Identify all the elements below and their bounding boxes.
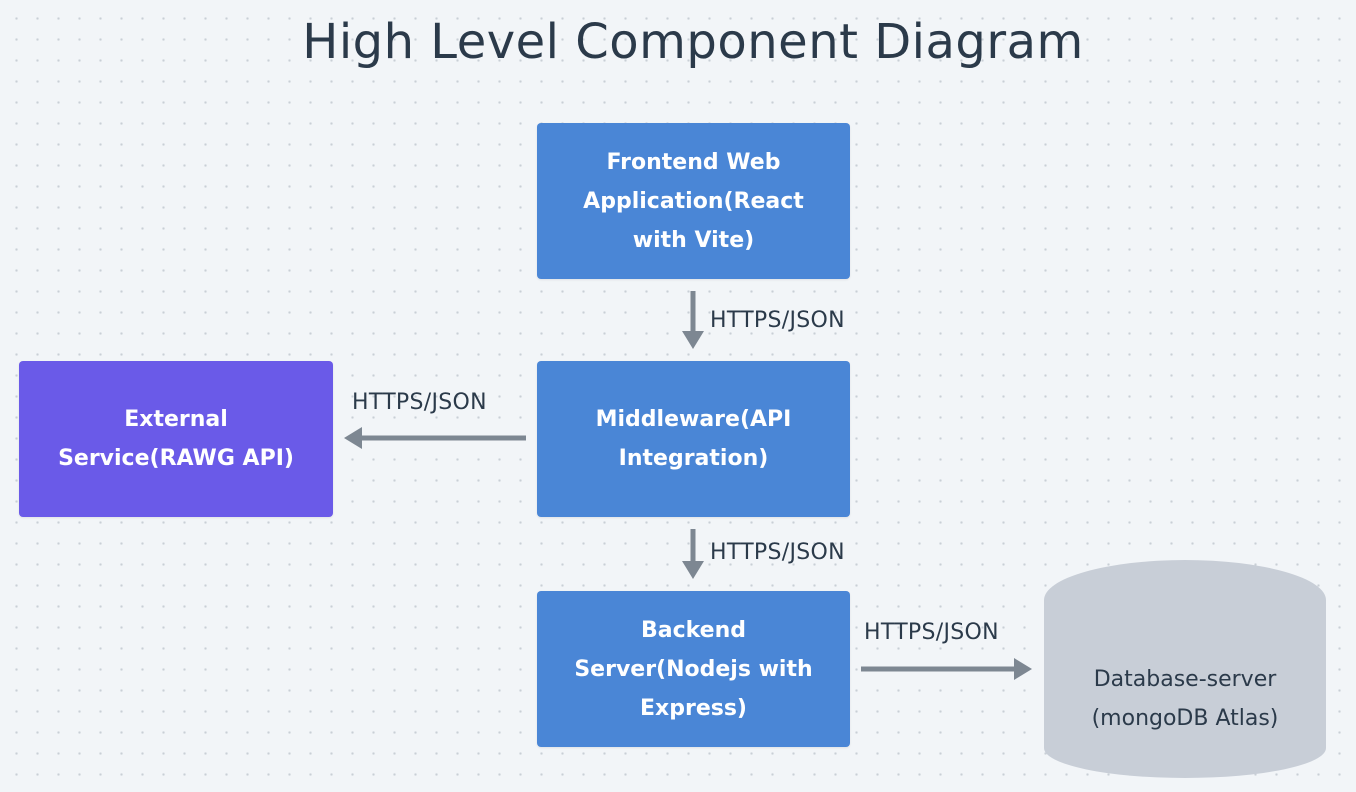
edge-backend-database-arrowhead (1014, 658, 1032, 680)
edge-label-middleware-backend: HTTPS/JSON (710, 540, 845, 565)
edge-middleware-backend-arrowhead (682, 561, 704, 579)
database-top (1044, 560, 1326, 640)
frontend-node-line-2: Application(React (583, 188, 804, 214)
database-node-label: Database-server (mongoDB Atlas) (1044, 660, 1326, 738)
middleware-node-line-2: Integration) (618, 446, 769, 471)
external-service-node[interactable]: External Service(RAWG API) (19, 361, 333, 517)
external-node-line-1: External (124, 407, 228, 432)
diagram-title: High Level Component Diagram (302, 14, 1084, 70)
edge-label-middleware-external: HTTPS/JSON (352, 390, 487, 415)
backend-server-node[interactable]: Backend Server(Nodejs with Express) (537, 591, 850, 747)
middleware-node-line-1: Middleware(API (595, 407, 792, 432)
edge-frontend-middleware (682, 291, 704, 349)
database-node-line-2: (mongoDB Atlas) (1091, 706, 1279, 731)
edge-middleware-external (344, 427, 526, 449)
edge-label-backend-database: HTTPS/JSON (864, 620, 999, 645)
backend-node-line-1: Backend (640, 617, 746, 643)
backend-node-line-3: Express) (640, 695, 747, 721)
edge-middleware-backend (682, 529, 704, 579)
frontend-node-line-3: with Vite) (632, 227, 755, 253)
frontend-web-application-node[interactable]: Frontend Web Application(React with Vite… (537, 123, 850, 279)
edge-frontend-middleware-arrowhead (682, 331, 704, 349)
database-body (1044, 600, 1326, 778)
edge-label-frontend-middleware: HTTPS/JSON (710, 308, 845, 333)
external-node-line-2: Service(RAWG API) (58, 446, 294, 471)
database-cylinder[interactable] (1044, 560, 1326, 778)
edge-middleware-external-arrowhead (344, 427, 362, 449)
frontend-node-line-1: Frontend Web (606, 149, 781, 175)
edge-backend-database (861, 658, 1032, 680)
database-node-line-1: Database-server (1093, 667, 1277, 692)
middleware-node[interactable]: Middleware(API Integration) (537, 361, 850, 517)
backend-node-line-2: Server(Nodejs with (574, 656, 813, 682)
